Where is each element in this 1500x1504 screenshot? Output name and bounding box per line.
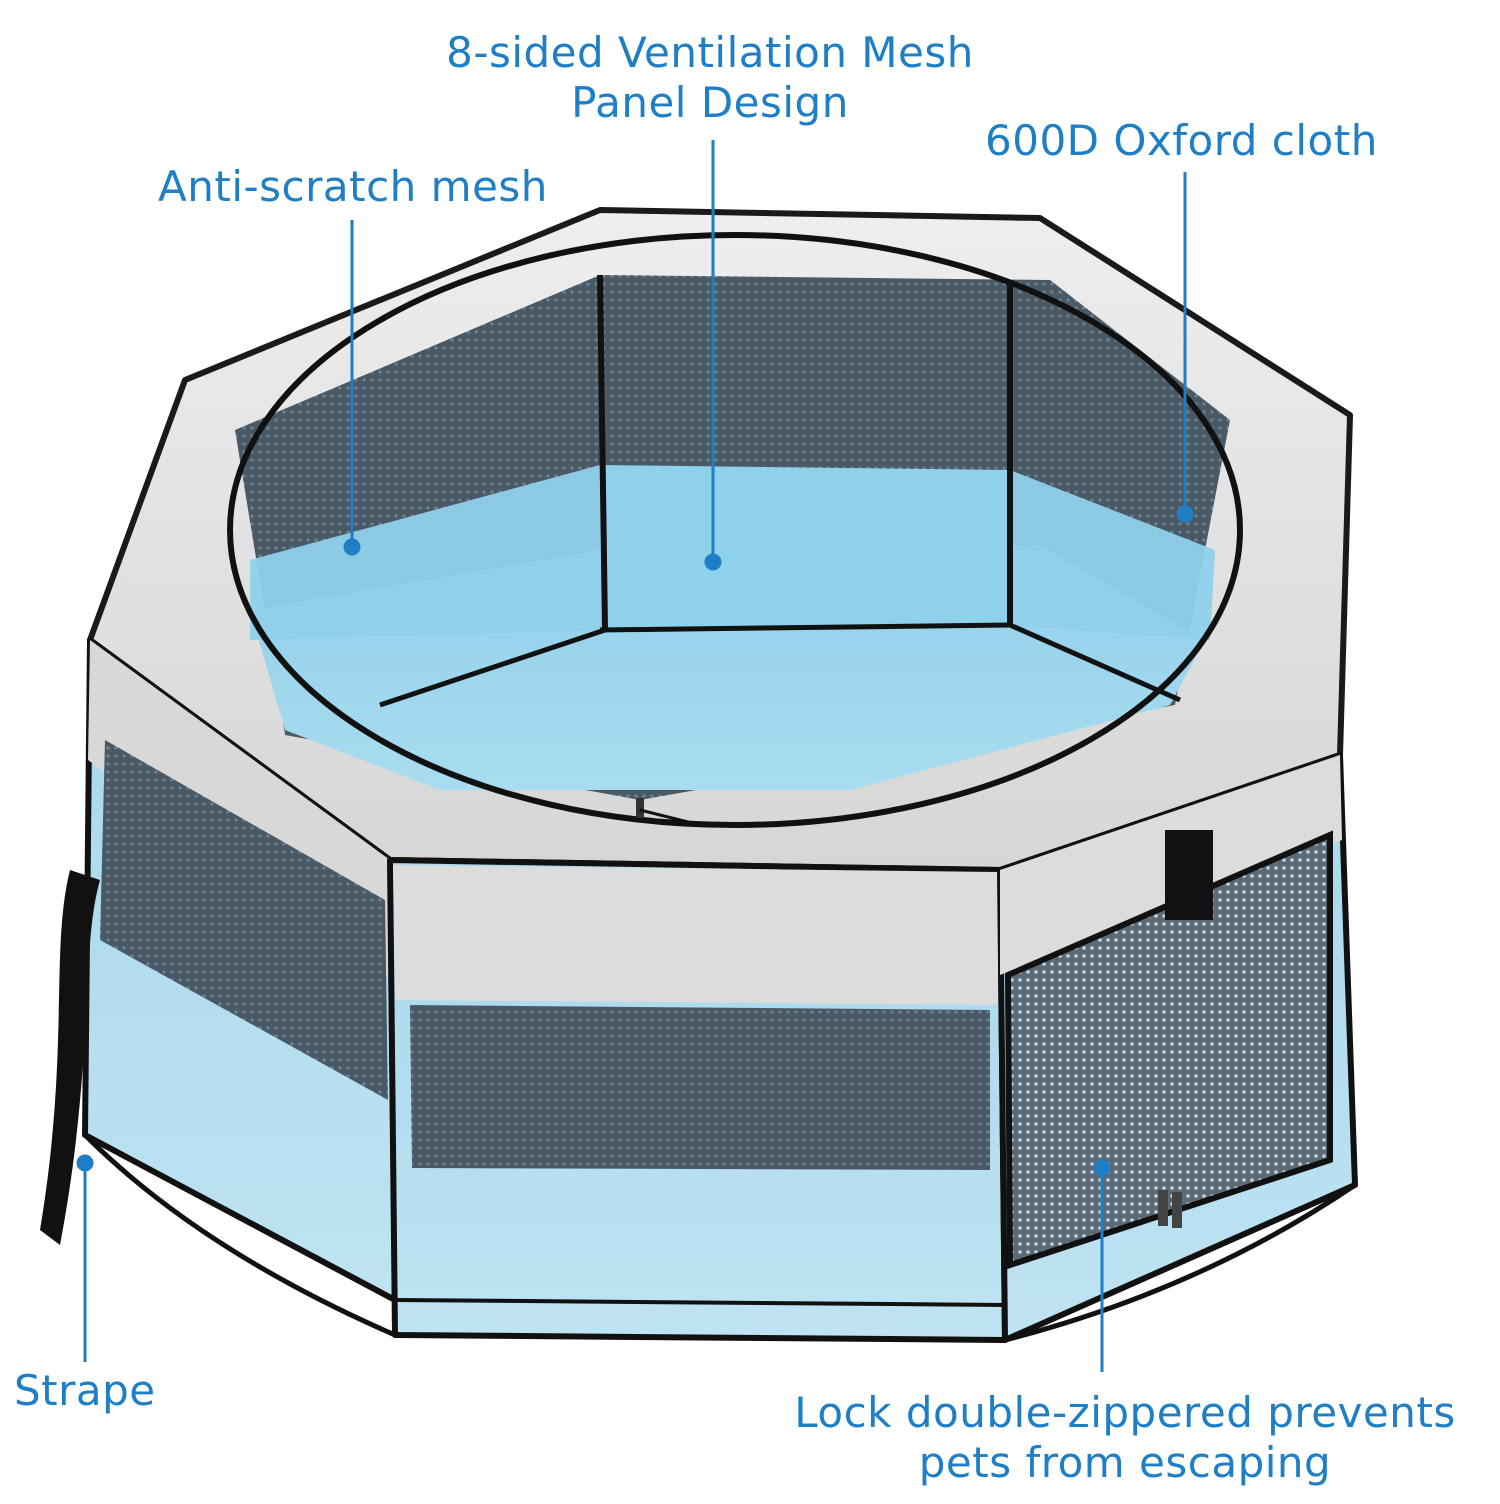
playpen-interior (227, 232, 1243, 828)
strape-label: Strape (14, 1366, 156, 1415)
ventilation-mesh-label: 8-sided Ventilation Mesh Panel Design (400, 28, 1020, 128)
double-zipper-label: Lock double-zippered prevents pets from … (790, 1388, 1460, 1488)
oxford-cloth-label: 600D Oxford cloth (985, 116, 1378, 165)
ventilation-line-1: 8-sided Ventilation Mesh (446, 28, 974, 77)
playpen-right-panel (997, 752, 1358, 1343)
callout-lines (76, 140, 1194, 1372)
playpen-left-panel (40, 637, 398, 1303)
playpen-front-panel (387, 857, 1008, 1343)
ventilation-line-2: Panel Design (571, 78, 849, 127)
lock-line-2: pets from escaping (918, 1438, 1332, 1487)
lock-line-1: Lock double-zippered prevents (794, 1388, 1456, 1437)
anti-scratch-label: Anti-scratch mesh (158, 162, 548, 211)
